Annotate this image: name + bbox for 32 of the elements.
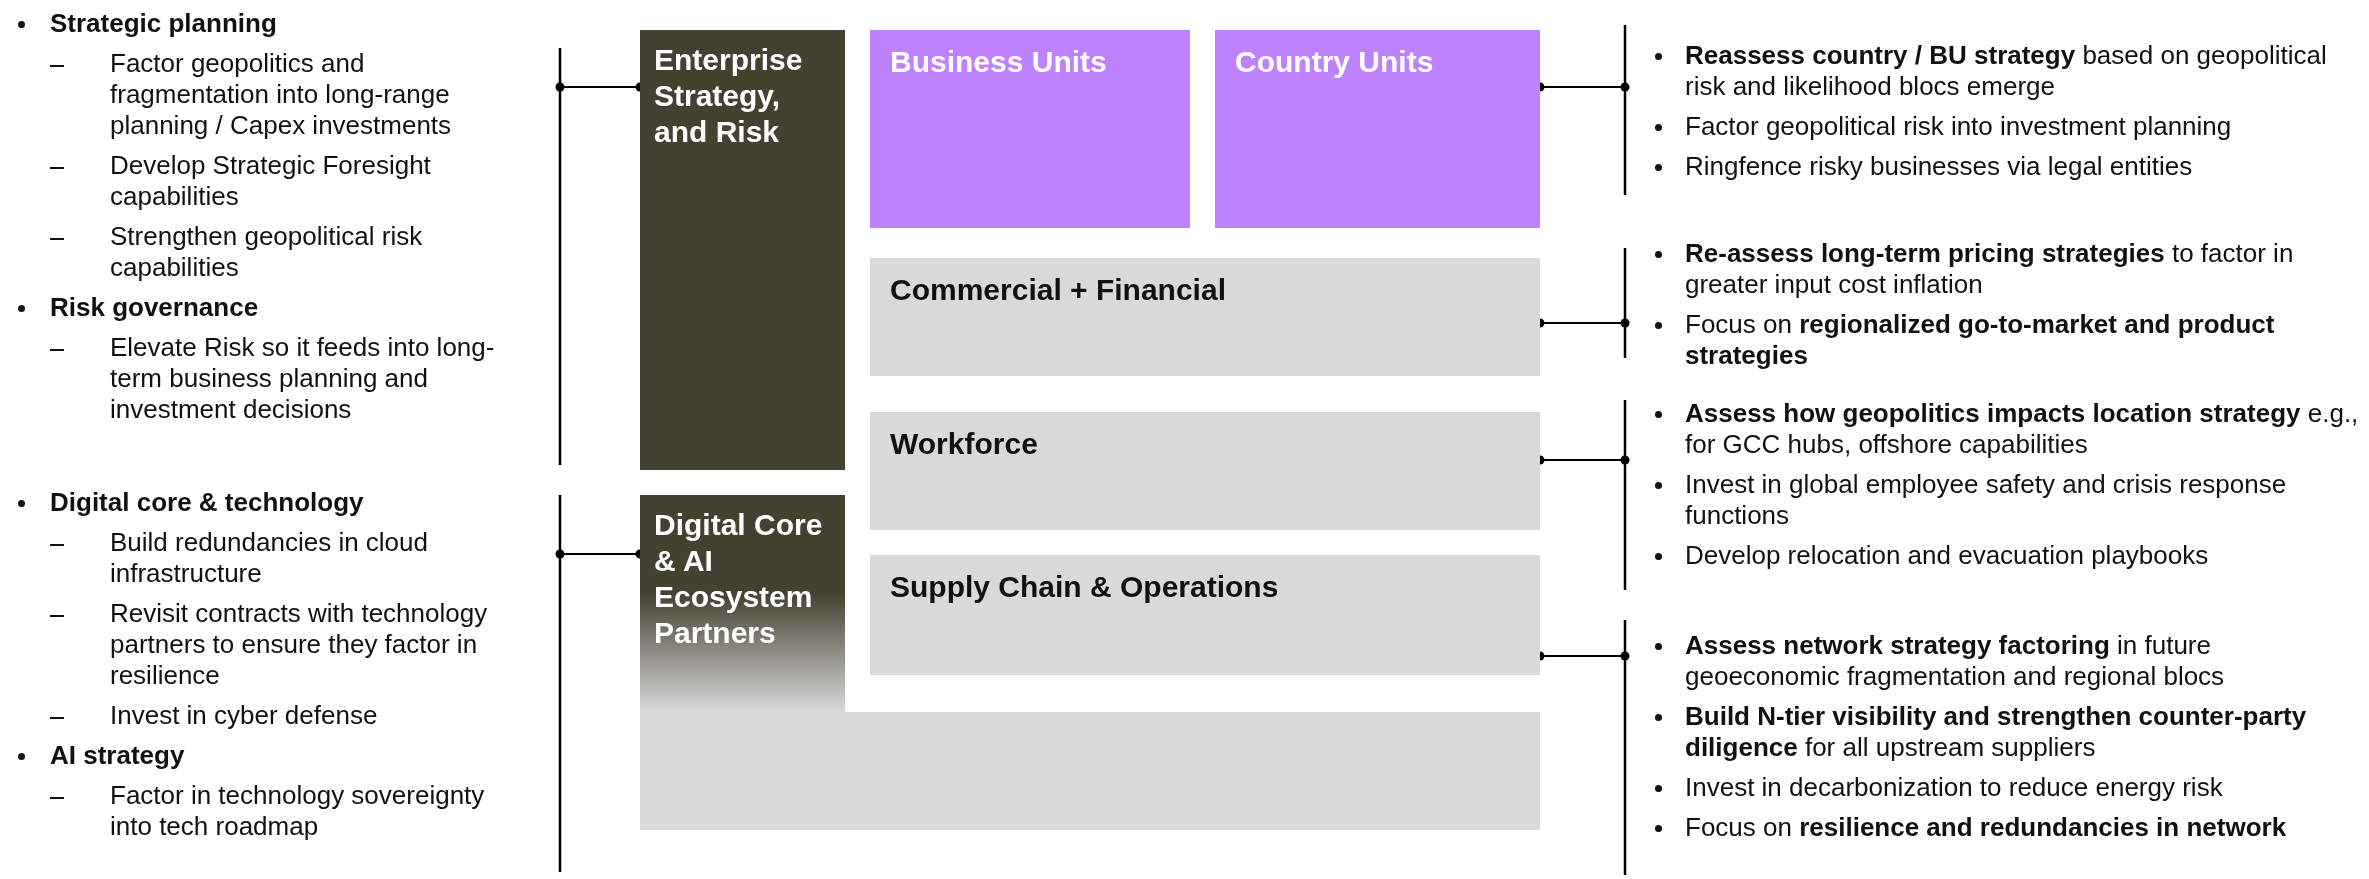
sub-item-text: Elevate Risk so it feeds into long-term business planning and investment decisions: [110, 332, 495, 424]
bullet-text: Ringfence risky businesses via legal entities: [1685, 151, 2193, 181]
sub-item-text: Factor geopolitics and fragmentation into long-range planning / Capex investments: [110, 48, 452, 140]
bullet-text: Invest in global employee safety and crisis response functions: [1685, 469, 2287, 530]
sub-item-text: Revisit contracts with technology partners to ensure they factor in resilience: [110, 598, 488, 690]
heading-text: Strategic planning: [50, 8, 277, 38]
function-box: Supply Chain & Operations: [870, 555, 1540, 675]
bullet-text: Reassess country / BU strategy based on geopolitical risk and likelihood blocs emerge: [1685, 40, 2327, 101]
bullet-text: Invest in decarbonization to reduce energy risk: [1685, 772, 2223, 802]
bullet-text: Re-assess long-term pricing strategies to factor in greater input cost inflation: [1685, 238, 2294, 299]
function-box: Workforce: [870, 412, 1540, 530]
sub-item-text: Strengthen geopolitical risk capabilities: [110, 221, 423, 282]
sub-item-text: Build redundancies in cloud infrastructure: [110, 527, 428, 588]
pillar-box: Enterprise Strategy, and Risk: [640, 30, 845, 470]
bullet-text: Focus on regionalized go-to-market and product strategies: [1685, 309, 2275, 370]
sub-item-text: Invest in cyber defense: [110, 700, 378, 730]
pillar-box: Digital Core & AI Ecosystem Partners: [640, 495, 845, 712]
heading-text: Digital core & technology: [50, 487, 364, 517]
bullet-text: Assess network strategy factoring in future geoeconomic fragmentation and regional blocs: [1685, 630, 2225, 691]
platform-bar: [640, 712, 1540, 830]
sub-item-text: Develop Strategic Foresight capabilities: [110, 150, 431, 211]
unit-box: Country Units: [1215, 30, 1540, 228]
sub-item-text: Factor in technology sovereignty into tech roadmap: [110, 780, 485, 841]
bullet-text: Assess how geopolitics impacts location strategy e.g., for GCC hubs, offshore capabilities: [1685, 398, 2359, 459]
unit-box: Business Units: [870, 30, 1190, 228]
function-box: Commercial + Financial: [870, 258, 1540, 376]
heading-text: Risk governance: [50, 292, 259, 322]
bullet-text: Focus on resilience and redundancies in network: [1685, 812, 2287, 842]
heading-text: AI strategy: [50, 740, 185, 770]
bullet-text: Factor geopolitical risk into investment planning: [1685, 111, 2232, 141]
bullet-text: Develop relocation and evacuation playbooks: [1685, 540, 2209, 570]
bullet-text: Build N-tier visibility and strengthen counter-party diligence for all upstream suppliers: [1685, 701, 2307, 762]
